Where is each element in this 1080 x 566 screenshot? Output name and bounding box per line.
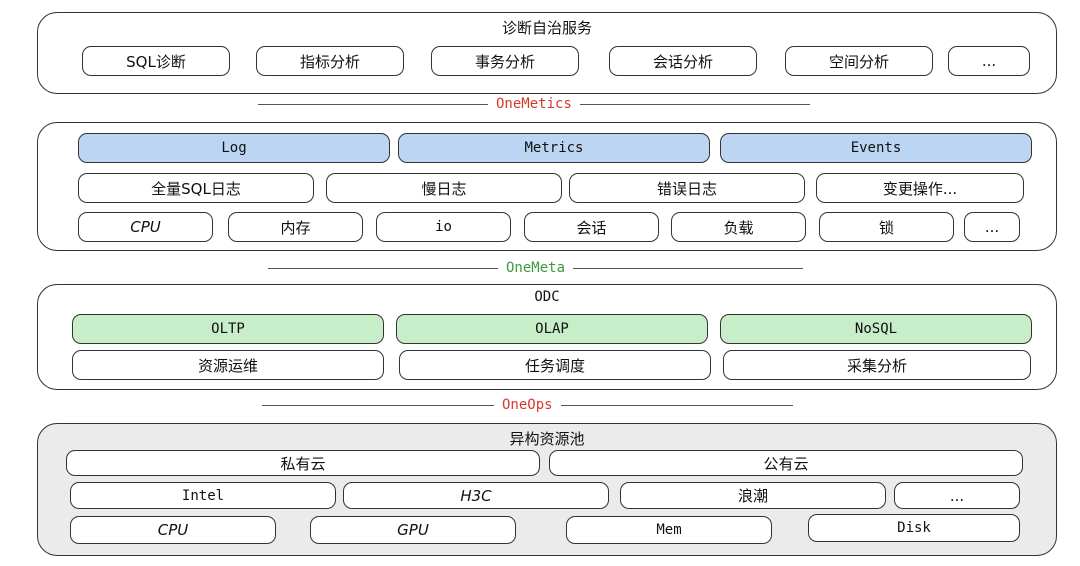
- oltp-box: OLTP: [72, 314, 384, 344]
- cpu-box: CPU: [78, 212, 213, 242]
- load-box: 负载: [671, 212, 806, 242]
- more-box: ...: [894, 482, 1020, 509]
- onemeta-separator: OneMeta: [268, 258, 804, 278]
- separator-line: [573, 267, 804, 269]
- disk-box: Disk: [808, 514, 1020, 542]
- oneops-label: OneOps: [502, 397, 553, 413]
- intel-box: Intel: [70, 482, 336, 509]
- oneops-separator: OneOps: [262, 395, 793, 415]
- inspur-box: 浪潮: [620, 482, 886, 509]
- diagnosis-service-layer: 诊断自治服务 SQL诊断 指标分析 事务分析 会话分析 空间分析 ...: [37, 12, 1057, 94]
- slow-log-box: 慢日志: [326, 173, 562, 203]
- h3c-box: H3C: [343, 482, 609, 509]
- error-log-box: 错误日志: [569, 173, 805, 203]
- more-box: ...: [964, 212, 1020, 242]
- separator-line: [579, 103, 810, 105]
- more-box: ...: [948, 46, 1030, 76]
- separator-line: [258, 103, 488, 105]
- separator-line: [560, 404, 793, 406]
- events-box: Events: [720, 133, 1032, 163]
- public-cloud-box: 公有云: [549, 450, 1023, 476]
- collection-analysis-box: 采集分析: [723, 350, 1031, 380]
- observability-layer: Log Metrics Events 全量SQL日志 慢日志 错误日志 变更操作…: [37, 122, 1057, 251]
- metric-analysis-box: 指标分析: [256, 46, 404, 76]
- session-analysis-box: 会话分析: [609, 46, 757, 76]
- onemeta-label: OneMeta: [506, 260, 566, 276]
- metrics-box: Metrics: [398, 133, 710, 163]
- io-box: io: [376, 212, 511, 242]
- odc-title: ODC: [534, 289, 560, 305]
- transaction-analysis-box: 事务分析: [431, 46, 579, 76]
- private-cloud-box: 私有云: [66, 450, 540, 476]
- resource-pool-title: 异构资源池: [509, 430, 585, 448]
- full-sql-log-box: 全量SQL日志: [78, 173, 314, 203]
- olap-box: OLAP: [396, 314, 708, 344]
- log-box: Log: [78, 133, 390, 163]
- resource-pool-layer: 异构资源池 私有云 公有云 Intel H3C 浪潮 ... CPU GPU M…: [37, 423, 1057, 556]
- session-box: 会话: [524, 212, 659, 242]
- lock-box: 锁: [819, 212, 954, 242]
- mem-box: Mem: [566, 516, 772, 544]
- onemetics-label: OneMetics: [496, 96, 572, 112]
- memory-box: 内存: [228, 212, 363, 242]
- change-operation-box: 变更操作...: [816, 173, 1024, 203]
- sql-diagnosis-box: SQL诊断: [82, 46, 230, 76]
- onemetics-separator: OneMetics: [258, 94, 810, 114]
- nosql-box: NoSQL: [720, 314, 1032, 344]
- space-analysis-box: 空间分析: [785, 46, 933, 76]
- separator-line: [262, 404, 494, 406]
- cpu-box: CPU: [70, 516, 276, 544]
- resource-ops-box: 资源运维: [72, 350, 384, 380]
- diagnosis-service-title: 诊断自治服务: [501, 19, 592, 37]
- gpu-box: GPU: [310, 516, 516, 544]
- separator-line: [268, 267, 498, 269]
- task-scheduling-box: 任务调度: [399, 350, 711, 380]
- odc-layer: ODC OLTP OLAP NoSQL 资源运维 任务调度 采集分析: [37, 284, 1057, 390]
